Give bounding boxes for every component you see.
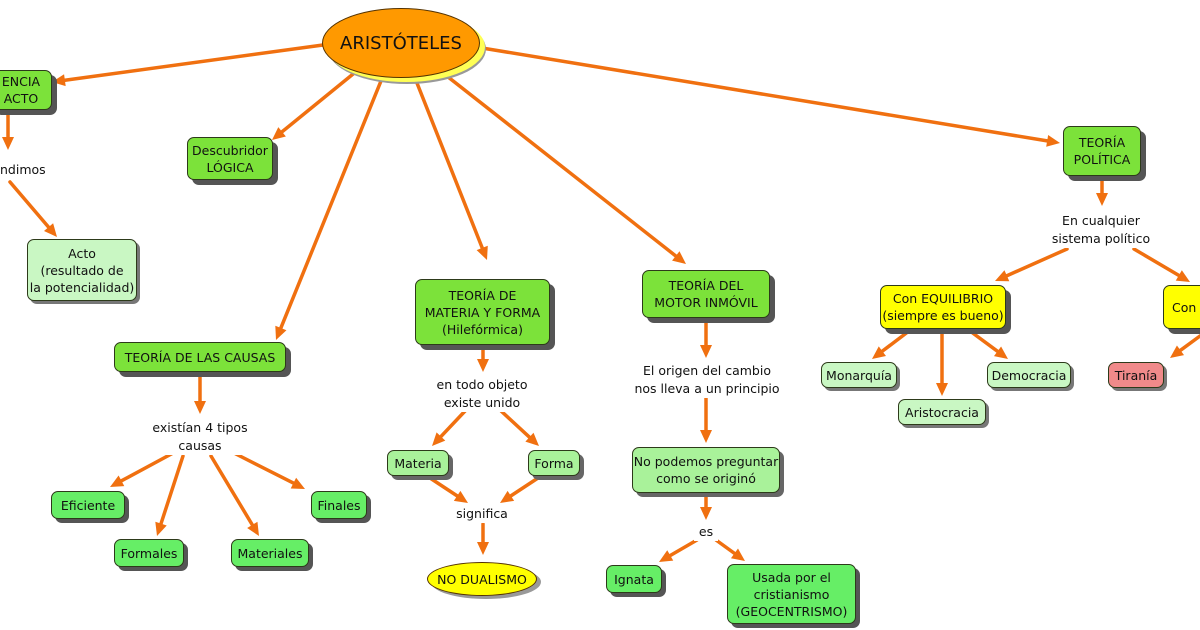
label-sistema-politico: En cualquier sistema político [1050,212,1152,248]
arrow-label-equilibrio [995,247,1069,282]
node-con-equilibrio[interactable]: Con EQUILIBRIO (siempre es bueno) [880,285,1006,329]
root-node-aristoteles[interactable]: ARISTÓTELES [322,8,480,78]
node-eficiente[interactable]: Eficiente [51,491,125,519]
arrow-significa-nodualismo [477,522,489,555]
label-entendimos: ndimos [0,161,46,179]
node-monarquia[interactable]: Monarquía [821,362,897,388]
arrow-desequilibrio-tirania [1170,334,1200,358]
arrow-label-desequilibrio [1132,247,1190,282]
arrow-causas-label [194,372,206,414]
node-materiales[interactable]: Materiales [231,539,309,567]
label-origen-cambio: El origen del cambio nos lleva a un prin… [632,362,782,398]
arrow-es-ignata [659,538,699,562]
label-existe-unido: en todo objeto existe unido [424,376,540,412]
arrow-materia-significa [428,476,468,503]
arrow-root-logica [272,68,360,140]
arrow-label-formales [155,454,185,536]
arrow-unido-materia [432,408,468,446]
arrow-root-hilemorfica [413,76,488,260]
arrow-hilemorfica-label [477,345,489,372]
arrow-entendimos-acto [8,180,57,237]
node-teoria-materia-forma[interactable]: TEORÍA DE MATERIA Y FORMA (Hilefórmica) [415,279,550,345]
node-finales[interactable]: Finales [311,491,367,519]
arrow-equilibrio-democracia [968,329,1008,359]
node-teoria-motor-inmovil[interactable]: TEORÍA DEL MOTOR INMÓVIL [642,270,770,318]
arrow-label-materiales [209,454,259,536]
label-cuatro-causas: existían 4 tipos causas [147,419,253,455]
arrow-equilibrio-monarquia [872,329,911,359]
node-cristianismo-geocentrismo[interactable]: Usada por el cristianismo (GEOCENTRISMO) [727,564,856,624]
arrow-label-preguntar [700,396,712,443]
node-democracia[interactable]: Democracia [987,362,1071,388]
arrow-root-causas [275,74,385,340]
arrow-potencia-entendimos [2,110,14,150]
arrow-root-motor [441,71,686,264]
arrow-preguntar-es [700,493,712,520]
arrow-forma-significa [500,476,540,503]
arrow-label-finales [230,450,305,489]
arrow-root-politica [480,46,1060,147]
node-teoria-causas[interactable]: TEORÍA DE LAS CAUSAS [114,342,286,372]
arrow-motor-label [700,318,712,358]
arrow-root-potencia [52,43,325,87]
arrow-politica-label [1096,176,1108,206]
node-tirania[interactable]: Tiranía [1108,362,1164,388]
node-aristocracia[interactable]: Aristocracia [898,399,986,425]
arrow-equilibrio-aristocracia [936,329,948,396]
node-teoria-politica[interactable]: TEORÍA POLÍTICA [1063,126,1141,176]
node-no-podemos-preguntar[interactable]: No podemos preguntar como se originó [632,447,780,493]
node-con-desequilibrio[interactable]: Con D [1163,285,1200,329]
node-forma[interactable]: Forma [528,450,580,476]
node-potencia-acto[interactable]: ENCIA ACTO [0,70,52,110]
arrow-unido-forma [498,408,539,446]
arrow-label-eficiente [110,450,177,487]
node-formales[interactable]: Formales [114,539,184,567]
node-no-dualismo[interactable]: NO DUALISMO [427,562,537,596]
node-materia[interactable]: Materia [387,450,449,476]
label-significa: significa [449,505,515,523]
node-ignata[interactable]: Ignata [606,565,662,593]
node-acto[interactable]: Acto (resultado de la potencialidad) [27,239,137,301]
arrow-es-cristianismo [714,538,745,561]
node-logica[interactable]: Descubridor LÓGICA [187,137,273,180]
label-es: es [694,523,718,541]
